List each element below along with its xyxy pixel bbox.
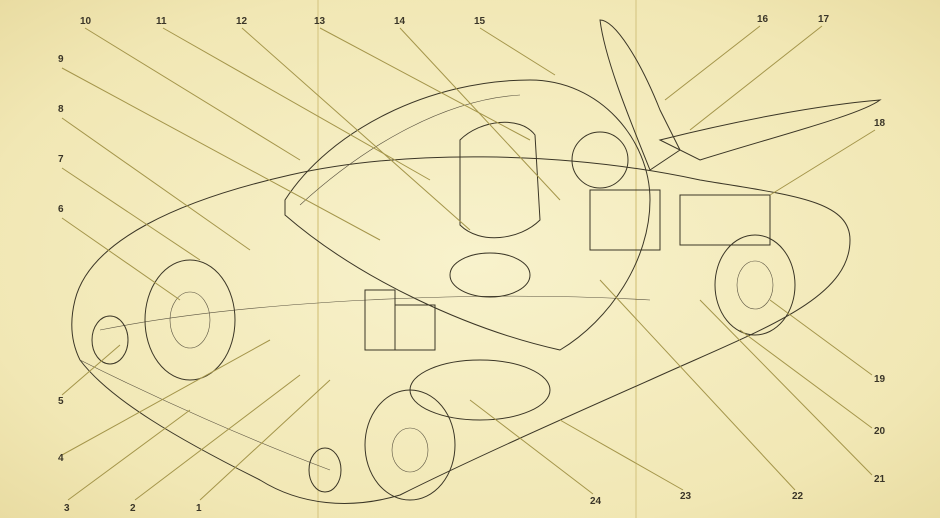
car-body: [71, 156, 851, 504]
leader-line-1: [199, 379, 331, 501]
leader-line-17: [689, 25, 823, 131]
leader-line-23: [559, 419, 684, 491]
callout-8: 8: [58, 104, 64, 115]
callout-6: 6: [58, 204, 64, 215]
leader-line-8: [61, 117, 251, 251]
front-left-wheel: [144, 259, 236, 381]
leader-line-10: [84, 27, 301, 161]
leader-line-7: [61, 167, 201, 261]
leader-line-14: [399, 27, 561, 201]
leader-line-20: [739, 329, 873, 429]
leader-line-5: [61, 344, 121, 396]
leader-line-4: [61, 339, 271, 456]
leader-line-18: [769, 129, 876, 196]
callout-9: 9: [58, 54, 64, 65]
callout-1: 1: [196, 503, 202, 514]
leader-line-2: [134, 374, 301, 501]
leader-line-6: [61, 217, 181, 301]
callout-21: 21: [874, 474, 886, 485]
leader-line-12: [241, 27, 471, 231]
leader-line-24: [469, 399, 594, 495]
callout-23: 23: [680, 491, 692, 502]
callout-10: 10: [80, 16, 92, 27]
steering-wheel: [449, 252, 531, 298]
leader-line-11: [162, 27, 431, 181]
leader-line-22: [599, 279, 796, 491]
callout-19: 19: [874, 374, 886, 385]
callout-7: 7: [58, 154, 64, 165]
callout-16: 16: [757, 14, 769, 25]
seat: [459, 121, 541, 239]
callout-12: 12: [236, 16, 248, 27]
callout-5: 5: [58, 396, 64, 407]
callout-24: 24: [590, 496, 602, 507]
callout-18: 18: [874, 118, 886, 129]
callout-22: 22: [792, 491, 804, 502]
leader-line-16: [664, 25, 761, 101]
leader-line-15: [479, 27, 556, 76]
callout-17: 17: [818, 14, 830, 25]
front-right-wheel: [364, 389, 456, 501]
leader-lines: [61, 25, 876, 501]
leader-line-3: [67, 409, 191, 501]
callout-13: 13: [314, 16, 326, 27]
leader-line-9: [61, 67, 381, 241]
callout-4: 4: [58, 453, 64, 464]
callout-20: 20: [874, 426, 886, 437]
callout-11: 11: [156, 16, 167, 27]
engine: [571, 131, 771, 251]
canopy: [284, 79, 651, 351]
callout-2: 2: [130, 503, 136, 514]
headlamps: [91, 315, 342, 493]
battery: [364, 289, 436, 351]
callout-14: 14: [394, 16, 406, 27]
leader-line-19: [769, 299, 873, 376]
leader-line-21: [699, 299, 873, 476]
callout-3: 3: [64, 503, 70, 514]
leader-line-13: [319, 27, 531, 141]
callout-15: 15: [474, 16, 486, 27]
tail-fin: [599, 19, 882, 171]
rear-wheel: [714, 234, 796, 336]
fuel-tank: [409, 359, 551, 421]
